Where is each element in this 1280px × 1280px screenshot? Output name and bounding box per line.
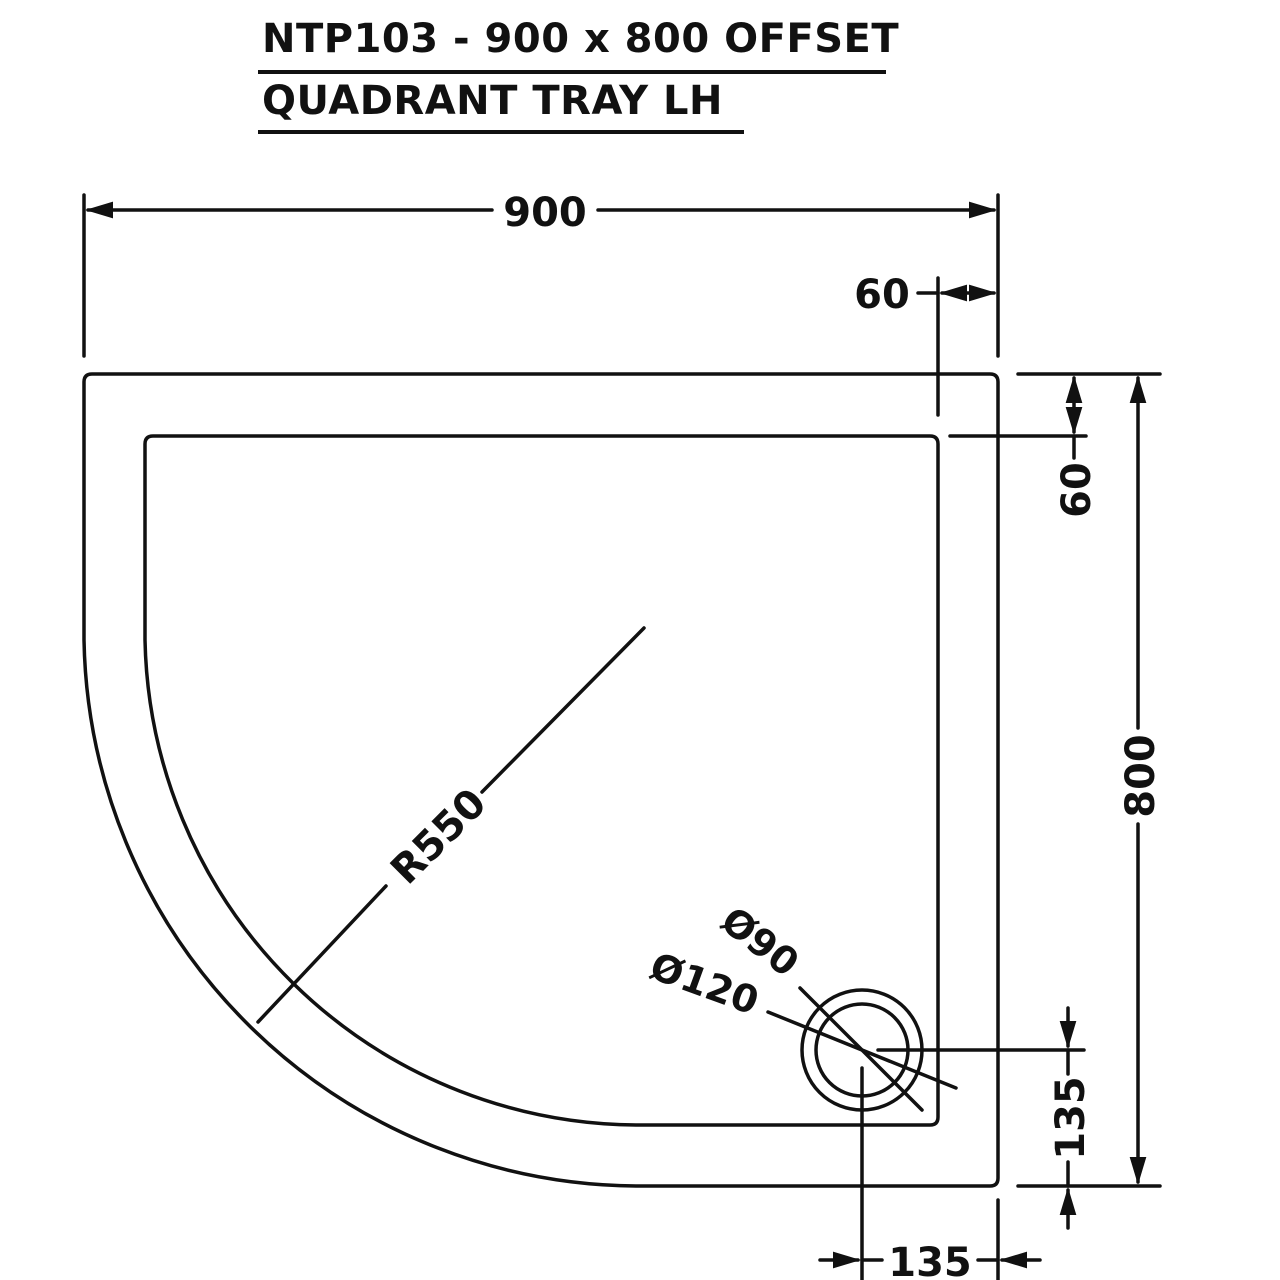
- drawing-title-line-1: NTP103 - 900 x 800 OFFSET: [262, 16, 900, 62]
- label-overall-depth: 800: [1118, 734, 1164, 818]
- label-back-rim: 60: [1054, 462, 1100, 518]
- label-waste-offset-front: 135: [1048, 1076, 1094, 1160]
- tray-inner-outline: [143, 434, 940, 1127]
- label-radius: R550: [382, 780, 495, 893]
- tray-outer-outline: [82, 372, 1000, 1188]
- waste-inner-circle: [814, 1002, 910, 1098]
- title-underline-1: [258, 70, 886, 74]
- title-underline-2: [258, 130, 744, 134]
- label-waste-offset-side: 135: [888, 1240, 972, 1280]
- label-side-rim: 60: [854, 272, 910, 318]
- radius-leader: [256, 884, 388, 1024]
- drawing-title-line-2: QUADRANT TRAY LH: [262, 78, 723, 124]
- label-overall-width: 900: [503, 190, 587, 236]
- waste-outer-circle: [800, 988, 924, 1112]
